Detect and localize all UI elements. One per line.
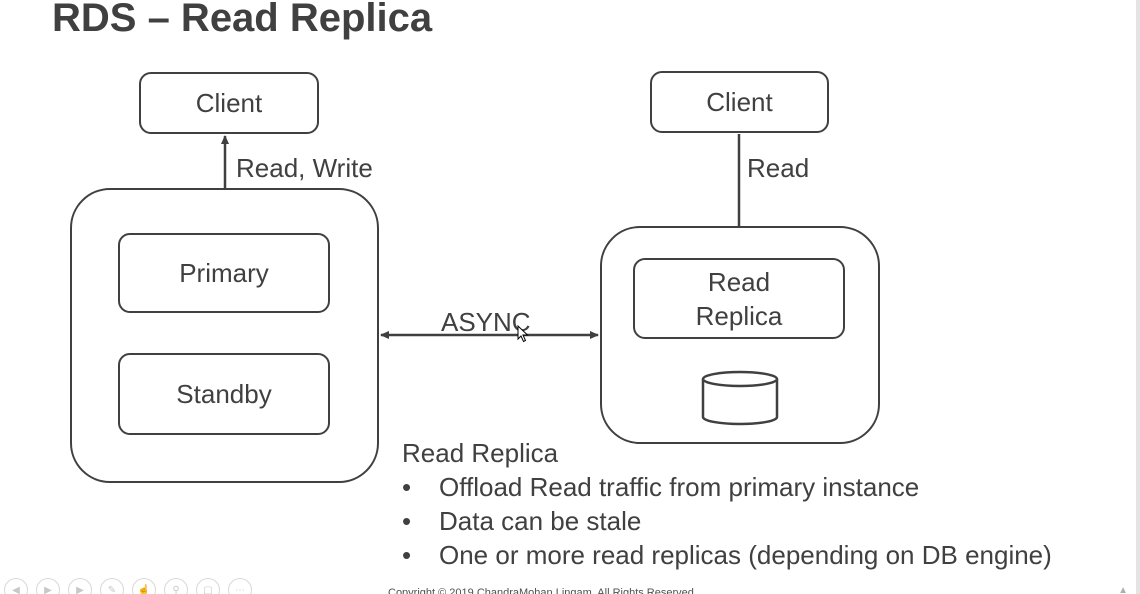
read-replica-label-line2: Replica xyxy=(695,300,783,331)
read-replica-box: Read Replica xyxy=(633,258,845,339)
copyright-footer: Copyright © 2019 ChandraMohan Lingam. Al… xyxy=(388,587,694,594)
slides-icon[interactable]: ▢ xyxy=(196,578,220,594)
right-client-label: Client xyxy=(706,87,773,117)
left-client-box: Client xyxy=(139,72,319,134)
primary-label: Primary xyxy=(179,258,269,288)
read-replica-label-line1: Read xyxy=(707,266,771,297)
left-client-label: Client xyxy=(195,88,263,118)
database-cylinder-icon xyxy=(701,370,779,426)
notes-block: Read Replica • Offload Read traffic from … xyxy=(402,436,1052,572)
note-text: One or more read replicas (depending on … xyxy=(439,540,1052,570)
note-item: • Data can be stale xyxy=(402,504,1052,538)
note-text: Offload Read traffic from primary instan… xyxy=(439,472,920,502)
note-text: Data can be stale xyxy=(439,506,642,536)
right-client-box: Client xyxy=(650,71,829,133)
note-item: • One or more read replicas (depending on… xyxy=(402,538,1052,572)
bullet-dot: • xyxy=(402,472,412,502)
pen-icon[interactable]: ✎ xyxy=(100,578,124,594)
async-label: ASYNC xyxy=(441,307,531,337)
zoom-icon[interactable]: ⚲ xyxy=(164,578,188,594)
slideshow-toolbar: ◀ ▶ ▶ ✎ ☝ ⚲ ▢ ⋯ xyxy=(4,578,252,594)
bullet-dot: • xyxy=(402,506,412,536)
play-icon[interactable]: ▶ xyxy=(36,578,60,594)
notes-list: • Offload Read traffic from primary insta… xyxy=(402,470,1052,572)
pointer-icon[interactable]: ☝ xyxy=(132,578,156,594)
corner-logo-icon: ▲ xyxy=(1118,585,1128,594)
read-write-label: Read, Write xyxy=(236,153,373,183)
read-replica-label: Read Replica xyxy=(696,265,783,333)
note-item: • Offload Read traffic from primary insta… xyxy=(402,470,1052,504)
previous-icon[interactable]: ◀ xyxy=(4,578,28,594)
standby-label: Standby xyxy=(176,379,272,409)
scrollbar-edge[interactable] xyxy=(1136,0,1140,594)
notes-heading: Read Replica xyxy=(402,438,559,468)
standby-box: Standby xyxy=(118,353,330,435)
read-label: Read xyxy=(747,153,810,183)
next-icon[interactable]: ▶ xyxy=(68,578,92,594)
bullet-dot: • xyxy=(402,540,412,570)
primary-box: Primary xyxy=(118,233,330,313)
more-icon[interactable]: ⋯ xyxy=(228,578,252,594)
mouse-cursor-icon xyxy=(517,325,529,343)
slide-title: RDS – Read Replica xyxy=(52,0,433,40)
